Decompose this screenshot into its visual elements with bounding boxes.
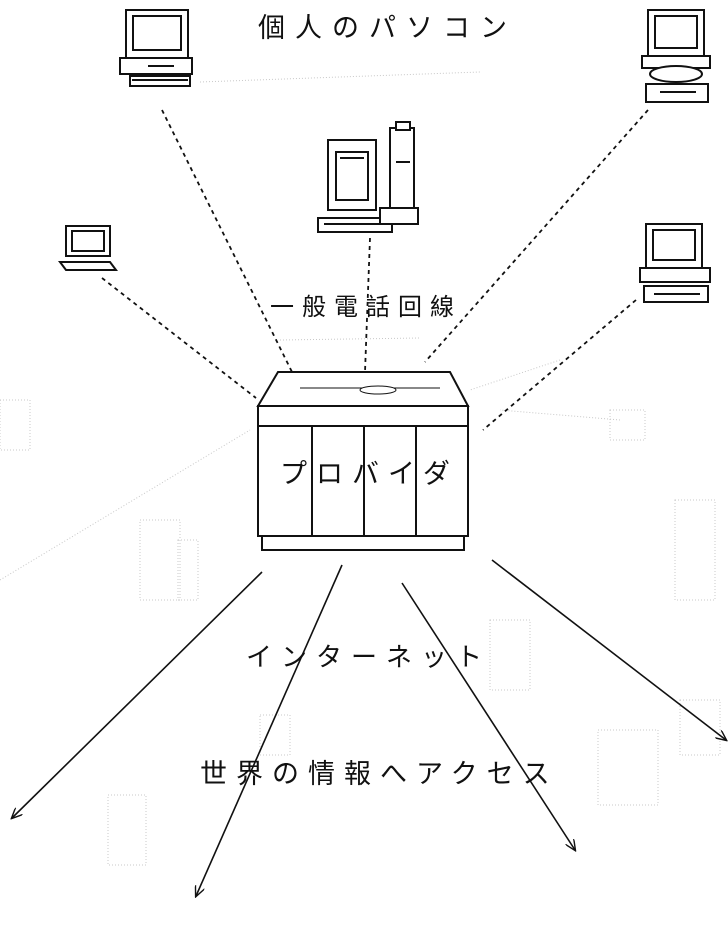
arrow-far-right: [491, 559, 726, 740]
personal-computers-label: 個人のパソコン: [258, 13, 517, 44]
arrow-center-right: [401, 582, 575, 850]
internet-arrows: [12, 559, 726, 896]
phone-line-center: [364, 237, 371, 373]
internet-label: インターネット: [246, 643, 492, 673]
world-access-label: 世界の情報へアクセス: [200, 759, 559, 790]
phone-line-left-laptop: [101, 277, 257, 399]
desktop-computer-icon: [639, 223, 711, 303]
desktop-computer-icon: [119, 9, 193, 87]
desktop-computer-icon: [641, 9, 711, 103]
phone-line-label: 一般電話回線: [270, 293, 462, 321]
tower-computer-icon: [317, 121, 419, 233]
arrow-far-left: [12, 571, 263, 818]
provider-label: プロバイダ: [280, 459, 459, 490]
arrow-left: [196, 564, 343, 896]
phone-lines: [101, 109, 649, 431]
phone-line-right: [482, 299, 637, 431]
phone-line-top-left: [161, 109, 293, 373]
background-buildings: [0, 71, 721, 866]
phone-line-top-right: [424, 109, 649, 363]
laptop-icon: [58, 225, 118, 271]
provider-server-icon: [256, 371, 470, 551]
